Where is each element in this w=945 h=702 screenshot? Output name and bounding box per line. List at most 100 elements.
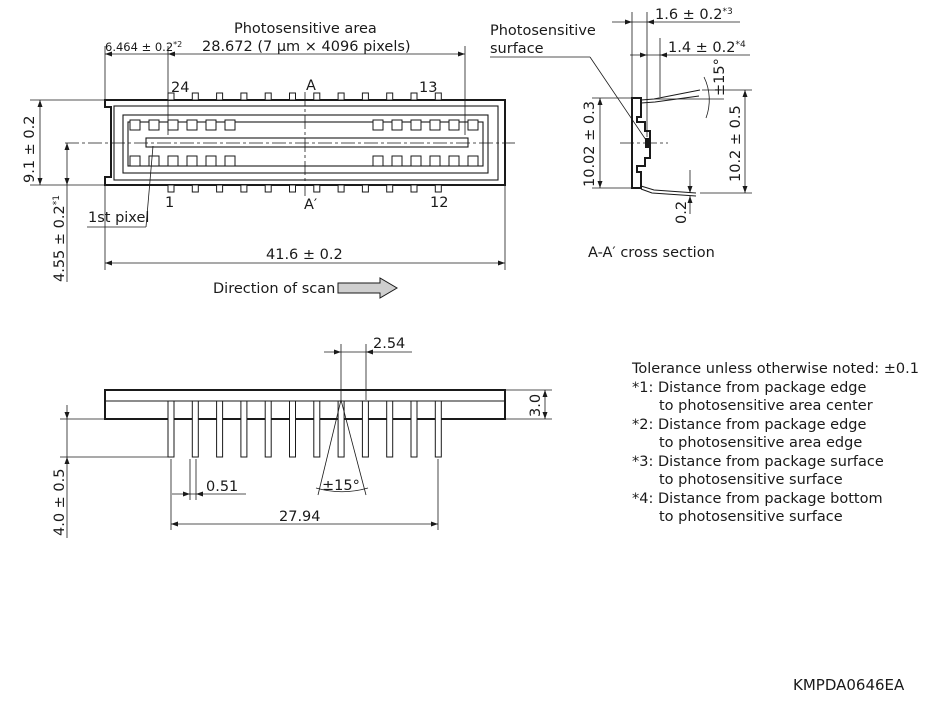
bottom-pin bbox=[289, 184, 296, 193]
scan-direction-label: Direction of scan bbox=[213, 281, 335, 297]
bottom-pin bbox=[240, 184, 248, 193]
side-package-body bbox=[104, 389, 506, 420]
bottom-pin bbox=[361, 184, 369, 193]
side-lead bbox=[410, 400, 418, 458]
side-lead bbox=[434, 400, 442, 458]
top-pin bbox=[386, 92, 394, 101]
depth-dimension: 1.6 ± 0.2*3 bbox=[655, 7, 733, 23]
surface-label-line2: surface bbox=[490, 41, 544, 57]
side-lead bbox=[216, 400, 224, 458]
top-lead-inner bbox=[640, 95, 700, 104]
side-lead bbox=[313, 400, 321, 458]
bond-pad bbox=[186, 155, 198, 167]
arrow bbox=[64, 178, 70, 185]
note-1-line2: to photosensitive area center bbox=[659, 398, 873, 414]
note-2-line2: to photosensitive area edge bbox=[659, 435, 863, 451]
arrow bbox=[64, 457, 70, 464]
arrow bbox=[625, 19, 632, 25]
photosensitive-area-label: Photosensitive area bbox=[234, 21, 377, 37]
pin-label-12: 12 bbox=[430, 195, 448, 211]
thickness-dimension: 0.2 bbox=[674, 201, 690, 224]
arrow bbox=[597, 98, 603, 105]
first-pixel-label: 1st pixel bbox=[88, 210, 149, 226]
note-4-line1: *4: Distance from package bottom bbox=[632, 490, 883, 507]
bond-pad bbox=[467, 155, 479, 167]
arrow bbox=[64, 143, 70, 150]
arrow bbox=[542, 412, 548, 419]
arrow bbox=[171, 521, 178, 527]
length-dimension: 41.6 ± 0.2 bbox=[266, 247, 343, 263]
bottom-pin bbox=[191, 184, 199, 193]
angle-arc bbox=[703, 76, 710, 119]
side-view: 2.54 3.0 4.0 ± 0.5 0.51 ±15° 27.94 bbox=[52, 336, 552, 538]
arrow bbox=[366, 349, 373, 355]
bottom-pin bbox=[386, 184, 394, 193]
arrow bbox=[542, 390, 548, 397]
top-pin bbox=[289, 92, 296, 101]
package-outline bbox=[104, 99, 506, 186]
surface-label-line1: Photosensitive bbox=[490, 23, 596, 39]
scan-arrow-icon bbox=[337, 277, 398, 299]
note-1-line1: *1: Distance from package edge bbox=[632, 379, 867, 396]
bottom-pin bbox=[167, 184, 175, 193]
top-pin bbox=[216, 92, 224, 101]
arrow bbox=[37, 100, 43, 107]
arrow bbox=[687, 186, 693, 193]
bond-pad bbox=[429, 119, 441, 131]
bond-pad bbox=[410, 155, 422, 167]
span-dimension: 27.94 bbox=[279, 509, 321, 525]
lead-width-dimension: 0.51 bbox=[206, 479, 238, 495]
center-dimension: 4.55 ± 0.2*1 bbox=[52, 195, 68, 282]
bottom-pins bbox=[167, 184, 442, 193]
bottom-pin bbox=[313, 184, 321, 193]
bond-pad bbox=[429, 155, 441, 167]
side-angle: ±15° bbox=[322, 478, 360, 494]
side-lead bbox=[361, 400, 369, 458]
bond-pad bbox=[467, 119, 479, 131]
bond-pad bbox=[148, 155, 160, 167]
notes-block: Tolerance unless otherwise noted: ±0.1 *… bbox=[632, 360, 919, 527]
section-height-dimension: 10.02 ± 0.3 bbox=[582, 101, 598, 187]
top-pin bbox=[264, 92, 272, 101]
top-pin bbox=[410, 92, 418, 101]
top-pin bbox=[337, 92, 345, 101]
bond-pad bbox=[448, 119, 460, 131]
arrow bbox=[687, 196, 693, 203]
cross-section-caption: A-A′ cross section bbox=[588, 245, 715, 261]
arrow bbox=[640, 52, 647, 58]
bond-pad bbox=[186, 119, 198, 131]
bond-pad bbox=[205, 155, 217, 167]
pin-label-1: 1 bbox=[165, 195, 174, 211]
top-lead bbox=[640, 89, 701, 101]
arrow bbox=[742, 186, 748, 193]
photosensitive-area bbox=[145, 137, 469, 148]
top-pin bbox=[361, 92, 369, 101]
arrow bbox=[498, 260, 505, 266]
bond-pad bbox=[391, 155, 403, 167]
bottom-lead-inner bbox=[640, 188, 697, 197]
bond-pad bbox=[148, 119, 160, 131]
arrow bbox=[660, 52, 667, 58]
package-window-inner bbox=[127, 121, 484, 167]
bond-pad bbox=[372, 155, 384, 167]
note-3-line1: *3: Distance from package surface bbox=[632, 453, 884, 470]
side-lead bbox=[191, 400, 199, 458]
bond-pad bbox=[205, 119, 217, 131]
bond-pad bbox=[129, 119, 141, 131]
bottom-pin bbox=[264, 184, 272, 193]
bond-pad bbox=[129, 155, 141, 167]
side-lead bbox=[386, 400, 394, 458]
area-dimension: 28.672 (7 µm × 4096 pixels) bbox=[202, 39, 411, 55]
edge-dimension: 6.464 ± 0.2*2 bbox=[105, 40, 182, 54]
bond-pads bbox=[129, 119, 479, 167]
side-leads bbox=[167, 400, 442, 458]
arrow bbox=[597, 181, 603, 188]
bond-pad bbox=[224, 119, 236, 131]
note-2-line1: *2: Distance from package edge bbox=[632, 416, 867, 433]
side-lead bbox=[167, 400, 175, 458]
side-lead bbox=[240, 400, 248, 458]
lead-length-dimension: 4.0 ± 0.5 bbox=[52, 469, 68, 537]
arrow bbox=[168, 51, 175, 57]
